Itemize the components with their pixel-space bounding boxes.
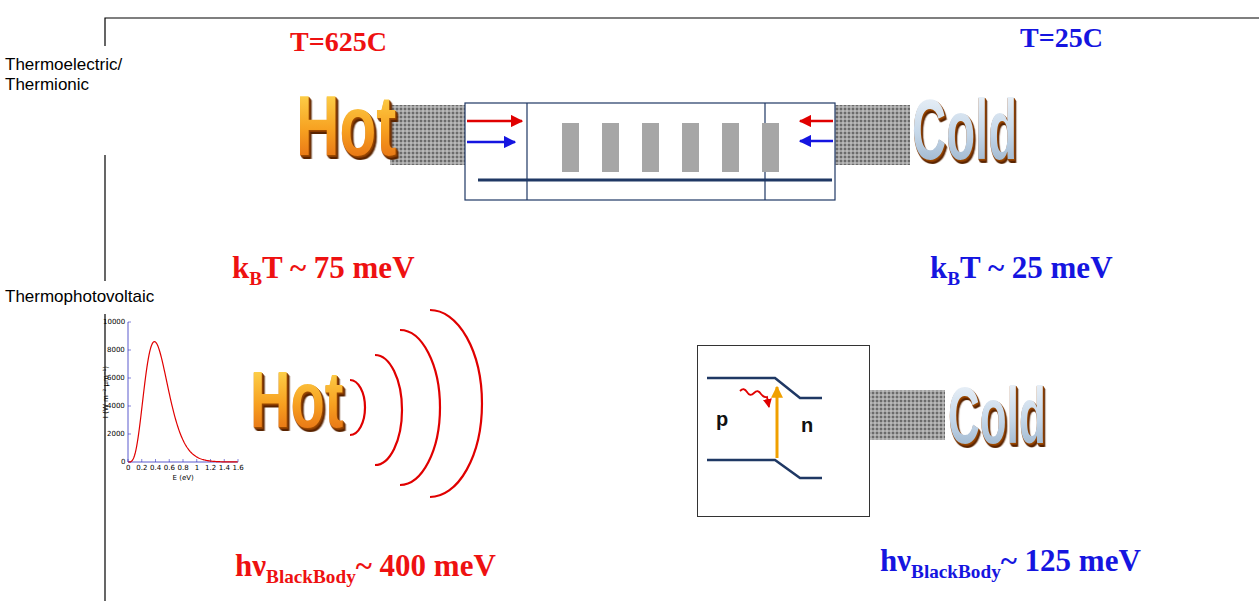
carrier-arrow [467, 141, 515, 144]
barrier-layer [762, 123, 779, 172]
tick-mark [128, 350, 131, 351]
region-label: n [801, 414, 813, 437]
junction-box: pn [697, 345, 870, 517]
temperature-label: T=25C [1020, 22, 1103, 54]
blackbody-curve [128, 342, 237, 462]
text-subscript: BlackBody [911, 561, 1001, 582]
chart-ticks [128, 322, 238, 462]
tick-label: 8000 [107, 346, 125, 354]
device-outer-box [465, 103, 835, 200]
text-part: k [232, 250, 249, 285]
tick-label: 0 [126, 464, 130, 472]
hot-wordart: Hot [296, 78, 396, 173]
text-subscript: BlackBody [266, 566, 356, 587]
text-subscript: B [947, 268, 960, 289]
spectrum-chart [128, 322, 238, 462]
carrier-arrow [800, 140, 833, 143]
conduction-band [707, 378, 822, 398]
tick-label: 1.2 [205, 464, 216, 472]
tick-mark [196, 459, 197, 462]
tick-mark [128, 434, 131, 435]
tick-mark [141, 459, 142, 462]
band-diagram [707, 378, 822, 478]
text-part: hν [880, 543, 911, 578]
section-label: Thermophotovoltaic [5, 287, 154, 307]
section-label: Thermoelectric/ Thermionic [5, 55, 133, 94]
device-base-line [478, 179, 832, 182]
text-part: ~ 125 meV [1001, 543, 1141, 578]
text-part: T ~ 75 meV [262, 250, 414, 285]
energy-label: hνBlackBody~ 125 meV [880, 543, 1141, 583]
barrier-layers [562, 123, 779, 172]
wave-arc [400, 330, 440, 485]
text-subscript: B [249, 268, 262, 289]
tick-label: 1.4 [219, 464, 230, 472]
device-inner-wall [527, 103, 765, 200]
tick-mark [169, 459, 170, 462]
tick-label: 0.2 [136, 464, 147, 472]
frame-line [104, 155, 105, 281]
tick-label: 0.4 [150, 464, 161, 472]
cold-wordart: Cold [912, 82, 1017, 177]
cold-wordart: Cold [948, 372, 1046, 460]
tick-label: 0.6 [164, 464, 175, 472]
tick-label: 1.6 [233, 464, 244, 472]
barrier-layer [602, 123, 619, 172]
axis-title: E (eV) [173, 474, 194, 482]
tick-label: 4000 [107, 402, 125, 410]
tick-mark [155, 459, 156, 462]
tick-label: 0.8 [178, 464, 189, 472]
text-part: ~ 400 meV [356, 548, 496, 583]
wave-arc [350, 380, 365, 435]
tick-label: 6000 [107, 374, 125, 382]
temperature-label: T=625C [290, 26, 387, 58]
text-part: k [930, 250, 947, 285]
text-part: T ~ 25 meV [960, 250, 1112, 285]
barrier-layer [642, 123, 659, 172]
absorption-arrow [776, 387, 779, 458]
wave-arc [375, 355, 402, 465]
barrier-layer [562, 123, 579, 172]
tick-label: 10000 [103, 318, 125, 326]
tick-mark [128, 322, 131, 323]
chart-axes [128, 322, 238, 462]
valence-band [707, 460, 822, 478]
frame-lines [105, 18, 1259, 601]
tick-mark [128, 406, 131, 407]
axis-title: I (W m⁻² µm⁻¹) [102, 366, 110, 418]
hot-wordart: Hot [250, 356, 343, 444]
photon-arrow [740, 389, 769, 407]
tick-mark [183, 459, 184, 462]
heat-arrow [467, 120, 522, 123]
tick-label: 2000 [107, 430, 125, 438]
wave-arc [430, 310, 482, 497]
energy-label: hνBlackBody~ 400 meV [235, 548, 496, 588]
text-part: hν [235, 548, 266, 583]
barrier-layer [682, 123, 699, 172]
tick-mark [128, 378, 131, 379]
barrier-layer [722, 123, 739, 172]
energy-label: kBT ~ 75 meV [232, 250, 415, 290]
radiation-waves [350, 310, 482, 497]
region-label: p [716, 408, 728, 431]
tick-label: 1 [195, 464, 199, 472]
hot-contact-block [390, 105, 465, 165]
cold-contact-block [835, 105, 910, 165]
heat-arrow [800, 120, 833, 123]
tick-label: 0 [121, 458, 125, 466]
energy-label: kBT ~ 25 meV [930, 250, 1113, 290]
pv-contact-block [870, 390, 945, 440]
frame-line [104, 314, 105, 601]
